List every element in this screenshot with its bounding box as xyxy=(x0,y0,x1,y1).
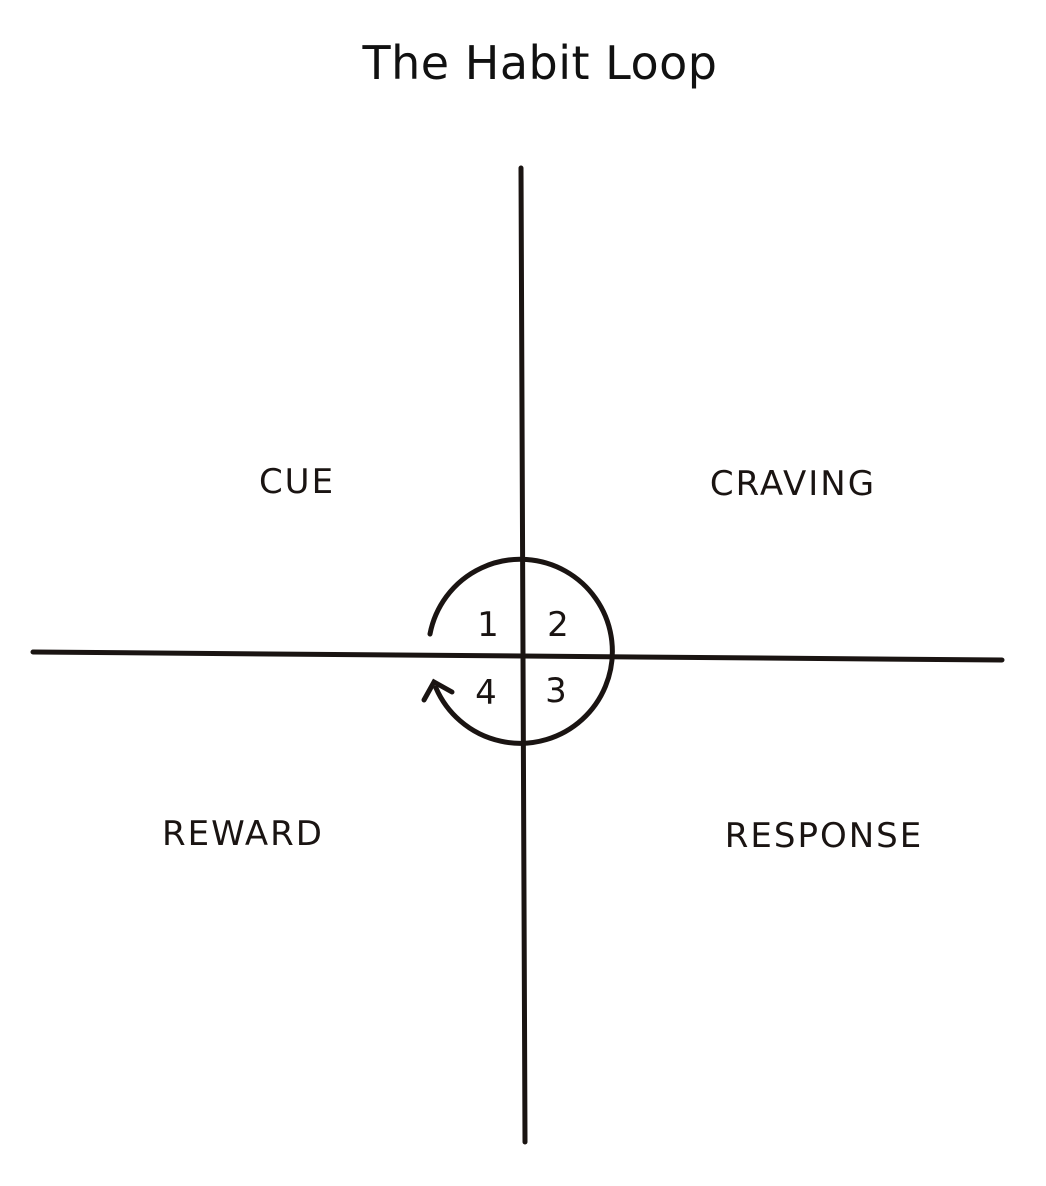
quadrant-label-craving: CRAVING xyxy=(710,464,876,504)
quadrant-label-cue: CUE xyxy=(259,462,335,502)
horizontal-axis xyxy=(30,649,1005,663)
loop-arrowhead-icon xyxy=(421,678,455,703)
quadrant-number-2: 2 xyxy=(547,605,569,645)
loop-arc xyxy=(427,556,615,746)
quadrant-label-response: RESPONSE xyxy=(725,816,923,856)
quadrant-label-reward: REWARD xyxy=(162,814,324,854)
quadrant-number-3: 3 xyxy=(545,671,567,711)
quadrant-number-1: 1 xyxy=(477,605,499,645)
quadrant-number-4: 4 xyxy=(475,673,497,713)
diagram-title: The Habit Loop xyxy=(362,36,718,90)
